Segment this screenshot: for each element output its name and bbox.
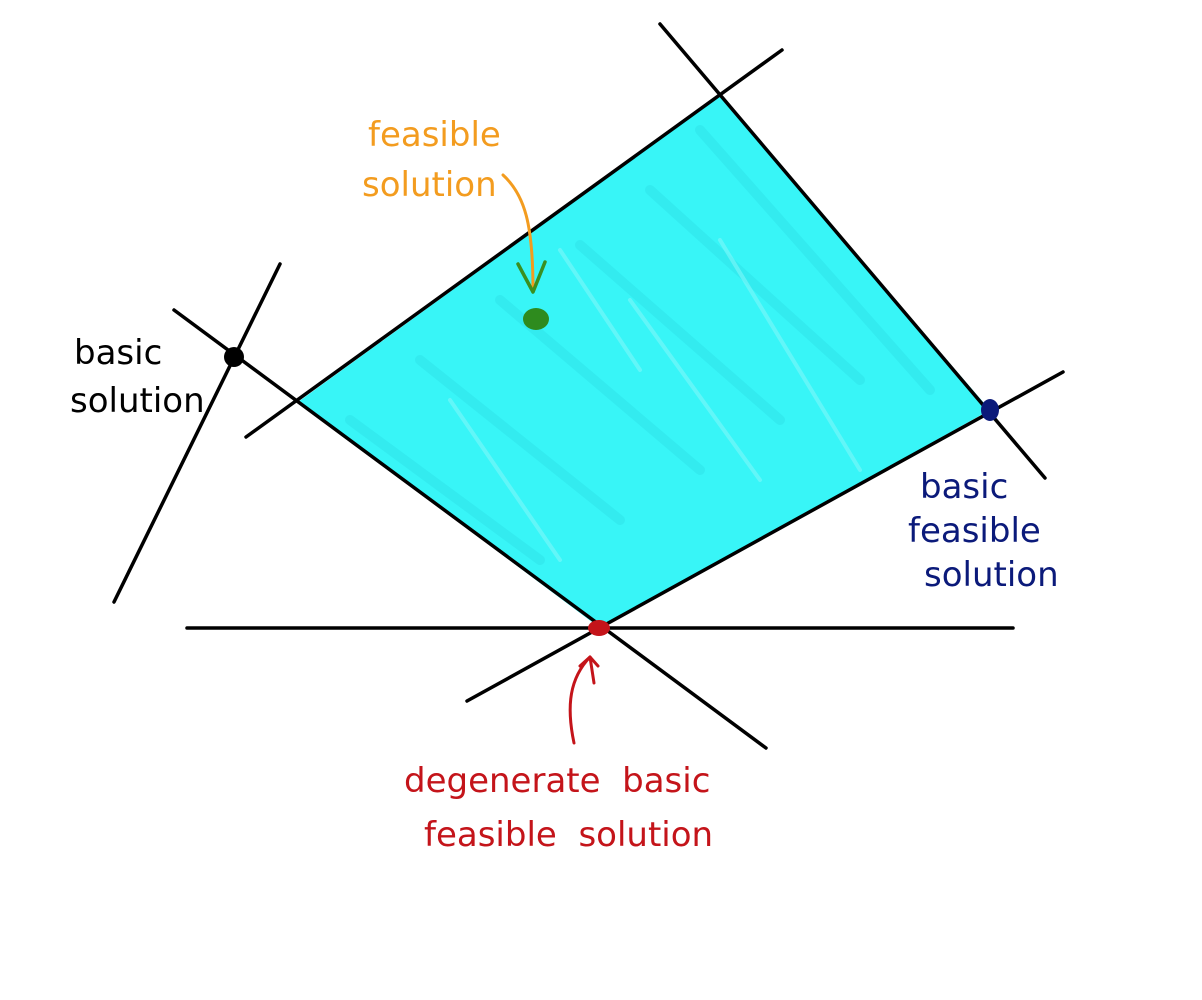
degenerate-bfs-label: degenerate basic feasible solution — [404, 761, 721, 855]
basic-solution-point — [224, 347, 244, 367]
constraint-line-top-left — [244, 48, 784, 439]
feasible-region-fill — [298, 96, 990, 628]
feasible-solution-point — [523, 308, 549, 330]
region-hatching-light — [448, 238, 862, 562]
feasible-arrow-head — [516, 260, 547, 294]
degenerate-arrow — [568, 655, 600, 745]
degenerate-arrow-shaft — [568, 655, 592, 745]
basic-feasible-solution-point — [981, 399, 999, 421]
feasible-arrow — [501, 173, 547, 294]
feasible-solution-label: feasible solution — [362, 115, 512, 205]
feasible-region — [298, 96, 990, 628]
region-hatching — [345, 125, 935, 565]
degenerate-bfs-point — [588, 620, 610, 636]
constraint-line-bottom-left — [172, 308, 768, 750]
feasible-arrow-shaft — [501, 173, 535, 292]
constraint-lines — [112, 22, 1065, 750]
constraint-line-top-right — [658, 22, 1047, 480]
constraint-line-left-steep — [112, 262, 282, 604]
basic-feasible-solution-label: basic feasible solution — [908, 467, 1059, 595]
degenerate-arrow-head — [578, 655, 600, 685]
constraint-line-bottom-right — [465, 370, 1065, 703]
basic-solution-label: basic solution — [70, 333, 205, 421]
